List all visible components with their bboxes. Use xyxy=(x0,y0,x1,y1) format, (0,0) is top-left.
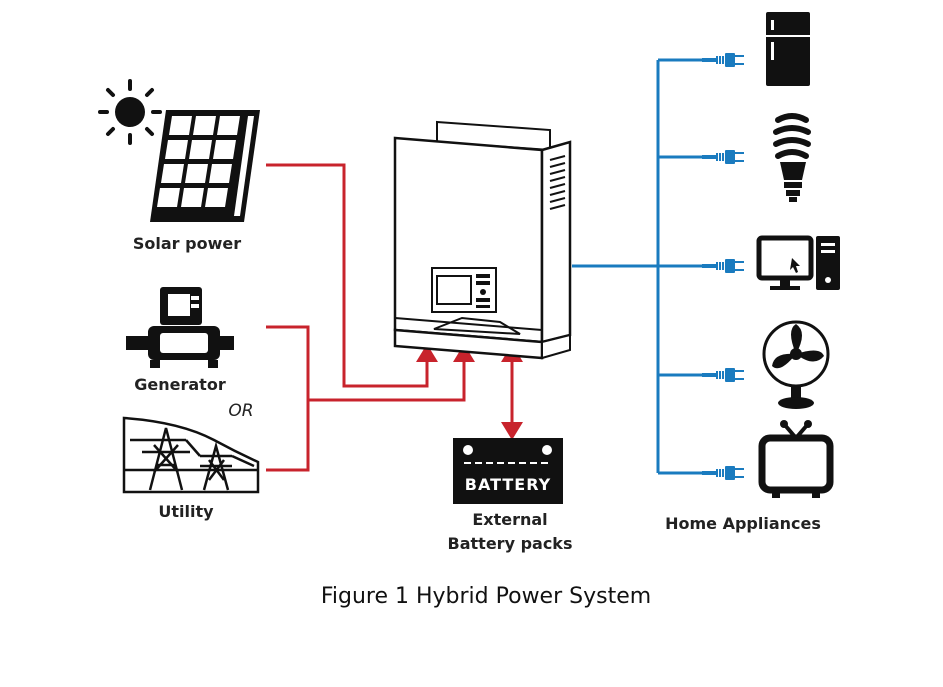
fridge-icon xyxy=(766,12,810,86)
utility-label: Utility xyxy=(158,502,214,521)
computer-icon xyxy=(756,235,840,290)
battery-label-line1: External xyxy=(472,510,547,529)
appliances-label: Home Appliances xyxy=(665,514,821,533)
input-lines xyxy=(266,163,514,472)
generator-label: Generator xyxy=(134,375,226,394)
battery-icon-label: BATTERY xyxy=(465,475,552,494)
solar-line xyxy=(266,163,429,388)
solar-label: Solar power xyxy=(133,234,241,253)
battery-arrow-down xyxy=(501,422,523,440)
or-label: OR xyxy=(228,401,253,421)
ac-input-line xyxy=(308,360,466,402)
battery-label-line2: Battery packs xyxy=(448,534,573,553)
fan-icon xyxy=(762,320,830,409)
inverter-icon xyxy=(393,120,572,360)
solar-arrow xyxy=(416,344,438,362)
solar-panel-icon xyxy=(150,110,260,222)
figure-caption: Figure 1 Hybrid Power System xyxy=(321,584,651,609)
output-lines xyxy=(572,58,702,475)
battery-icon xyxy=(453,438,563,504)
input-arrows xyxy=(416,344,523,440)
plug-icon xyxy=(702,53,744,480)
sun-icon xyxy=(98,79,162,145)
ac-arrow xyxy=(453,344,475,362)
tv-icon xyxy=(758,420,834,498)
generator-icon xyxy=(126,287,234,368)
bulb-icon xyxy=(773,113,811,202)
utility-pylon-icon xyxy=(122,416,260,494)
gen-utility-line xyxy=(266,325,310,472)
